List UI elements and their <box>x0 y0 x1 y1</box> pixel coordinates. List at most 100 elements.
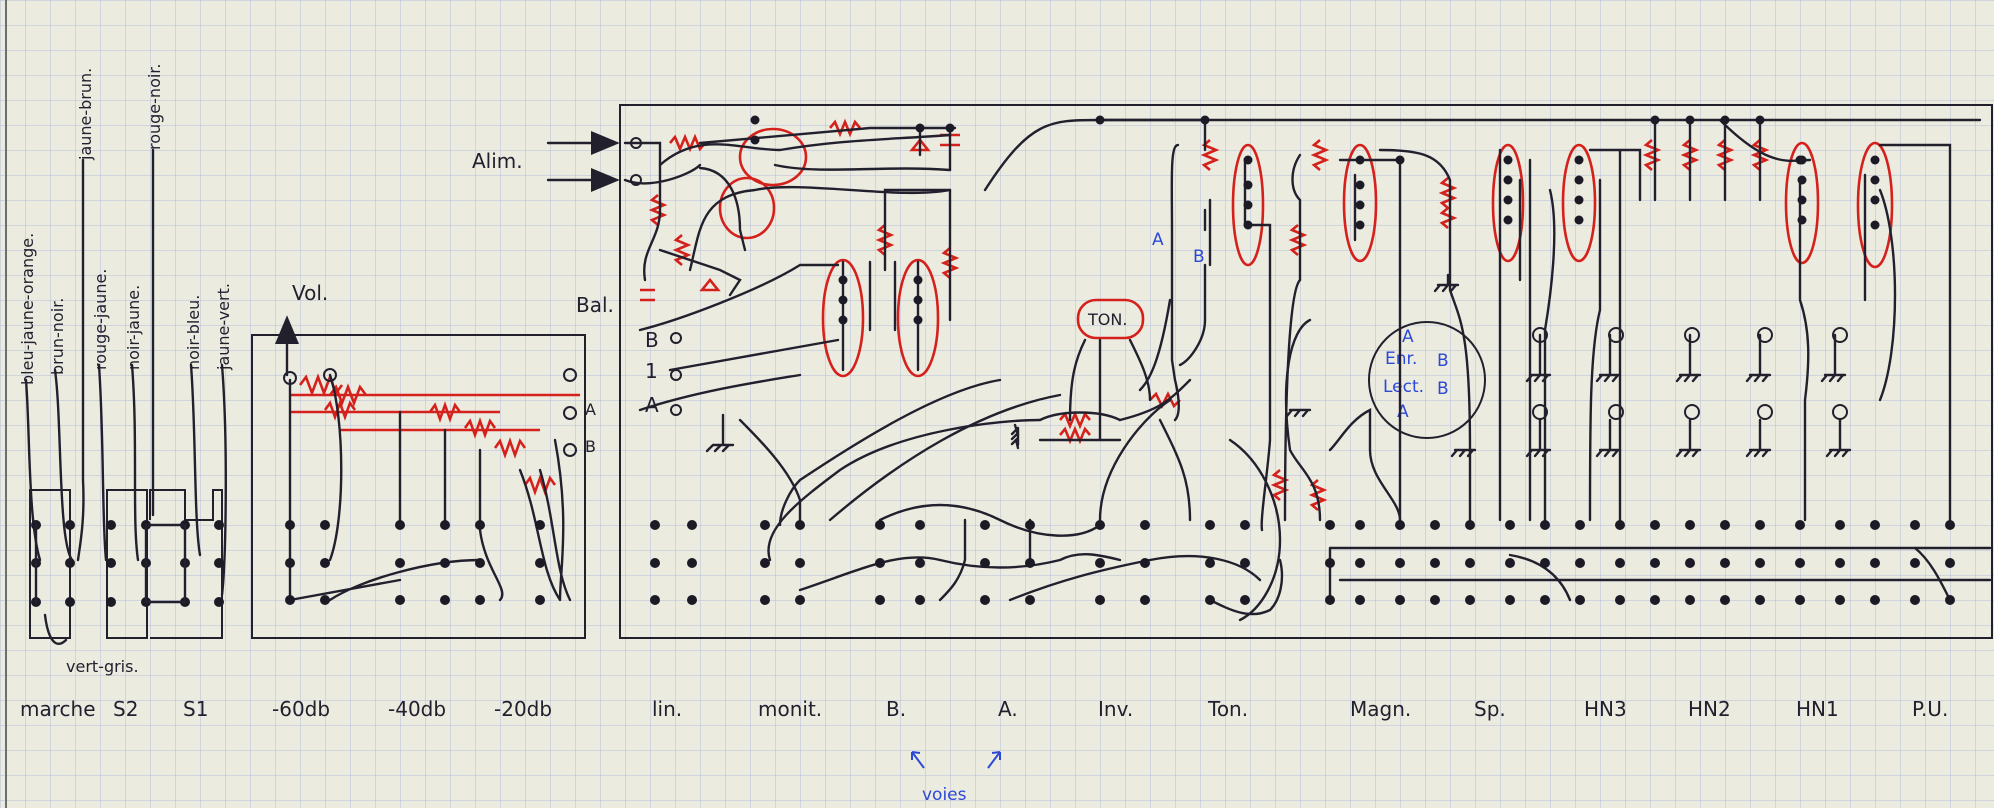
terminal-dot <box>650 595 660 605</box>
terminal-dot <box>980 558 990 568</box>
terminal-dot <box>1795 558 1805 568</box>
att-label-b: B <box>585 437 596 456</box>
junction-dot <box>838 295 848 305</box>
junction-dot <box>1797 195 1807 205</box>
terminal-dot <box>1870 595 1880 605</box>
terminal-dot <box>1685 595 1695 605</box>
junction-dot <box>1503 155 1513 165</box>
junction-dot <box>1685 115 1695 125</box>
junction-dot <box>1503 215 1513 225</box>
bal-label: Bal. <box>576 293 614 317</box>
terminal-dot <box>1945 595 1955 605</box>
junction-dot <box>1870 220 1880 230</box>
label-inv: Inv. <box>1098 697 1133 721</box>
terminal-dot <box>1140 520 1150 530</box>
main-board: Alim. Bal. B 1 A A B TON. A Enr. B Lect. <box>472 104 1993 639</box>
wire-label-6: rouge-noir. <box>145 64 164 151</box>
junction-dot <box>1795 155 1805 165</box>
junction-dot <box>913 315 923 325</box>
bottom-labels: marche S2 S1 -60db -40db -20db lin. moni… <box>20 697 1948 721</box>
terminal-dot <box>1240 520 1250 530</box>
label-60db: -60db <box>272 697 330 721</box>
terminal-dot <box>1325 520 1335 530</box>
junction-dot <box>1755 115 1765 125</box>
terminal-dot <box>1720 558 1730 568</box>
junction-dot <box>838 275 848 285</box>
terminal-dot <box>1720 595 1730 605</box>
terminal-dot <box>1395 520 1405 530</box>
terminal-dot <box>1755 558 1765 568</box>
label-hn2: HN2 <box>1688 697 1731 721</box>
terminal-dot <box>1240 558 1250 568</box>
label-s1: S1 <box>183 697 208 721</box>
terminal-dot <box>1685 558 1695 568</box>
ab-label-a: A <box>1152 230 1164 250</box>
terminal-dot <box>1505 558 1515 568</box>
label-20db: -20db <box>494 697 552 721</box>
junction-dot <box>945 123 955 133</box>
junction-dot <box>1797 215 1807 225</box>
junction-dot <box>1355 180 1365 190</box>
head-a-top: A <box>1402 327 1414 347</box>
terminal-dot <box>1465 558 1475 568</box>
vol-label: Vol. <box>292 281 328 305</box>
terminal-dot <box>1945 520 1955 530</box>
junction-dot <box>1243 180 1253 190</box>
label-sp: Sp. <box>1474 697 1506 721</box>
junction-dot <box>1243 220 1253 230</box>
terminal-dot <box>1755 520 1765 530</box>
terminal-dot <box>1430 595 1440 605</box>
junction-dot <box>1870 195 1880 205</box>
ton-label: TON. <box>1087 310 1127 329</box>
wire-label-8: jaune-vert. <box>214 283 233 371</box>
junction-dot <box>913 295 923 305</box>
terminal-dot <box>1430 520 1440 530</box>
terminal-dot <box>1870 520 1880 530</box>
junction-dot <box>1650 115 1660 125</box>
terminal-dot <box>915 520 925 530</box>
terminal-dot <box>915 595 925 605</box>
junction-dot <box>1095 115 1105 125</box>
label-b: B. <box>886 697 906 721</box>
wire-label-3: jaune-brun. <box>76 68 95 161</box>
terminal-dot <box>1870 558 1880 568</box>
terminal-dot <box>1755 595 1765 605</box>
terminal-dot <box>1395 558 1405 568</box>
terminal-dot <box>1910 558 1920 568</box>
terminal-dot <box>1540 558 1550 568</box>
terminal-dot <box>1140 595 1150 605</box>
terminal-dot <box>1650 595 1660 605</box>
junction-dot <box>1355 200 1365 210</box>
terminal-dot <box>1325 558 1335 568</box>
terminal-dot <box>760 558 770 568</box>
terminal-dot <box>875 595 885 605</box>
terminal-dot <box>1835 520 1845 530</box>
terminal-dot <box>795 558 805 568</box>
junction-dot <box>1503 195 1513 205</box>
junction-dot <box>1797 175 1807 185</box>
terminal-dot <box>1575 520 1585 530</box>
terminal-dot <box>915 558 925 568</box>
terminal-dot <box>1650 558 1660 568</box>
label-40db: -40db <box>388 697 446 721</box>
wire-label-1: bleu-jaune-orange. <box>18 233 37 385</box>
junction-dot <box>1243 155 1253 165</box>
terminal-dot <box>1945 558 1955 568</box>
terminal-dot <box>980 595 990 605</box>
head-circle <box>1368 321 1486 439</box>
junction-dot <box>1243 200 1253 210</box>
junction-dot <box>1574 195 1584 205</box>
terminal-dot <box>1205 595 1215 605</box>
wire-color-labels: bleu-jaune-orange. brun-noir. jaune-brun… <box>18 64 233 677</box>
terminal-dot <box>1395 595 1405 605</box>
terminal-dot <box>650 558 660 568</box>
junction-dot <box>1574 175 1584 185</box>
terminal-dot <box>1615 558 1625 568</box>
label-hn3: HN3 <box>1584 697 1627 721</box>
wire-label-7: noir-bleu. <box>184 295 203 370</box>
voies-annotation: voies <box>911 751 1001 805</box>
wire-label-4: rouge-jaune. <box>91 269 110 370</box>
board-label-1: 1 <box>645 359 658 383</box>
